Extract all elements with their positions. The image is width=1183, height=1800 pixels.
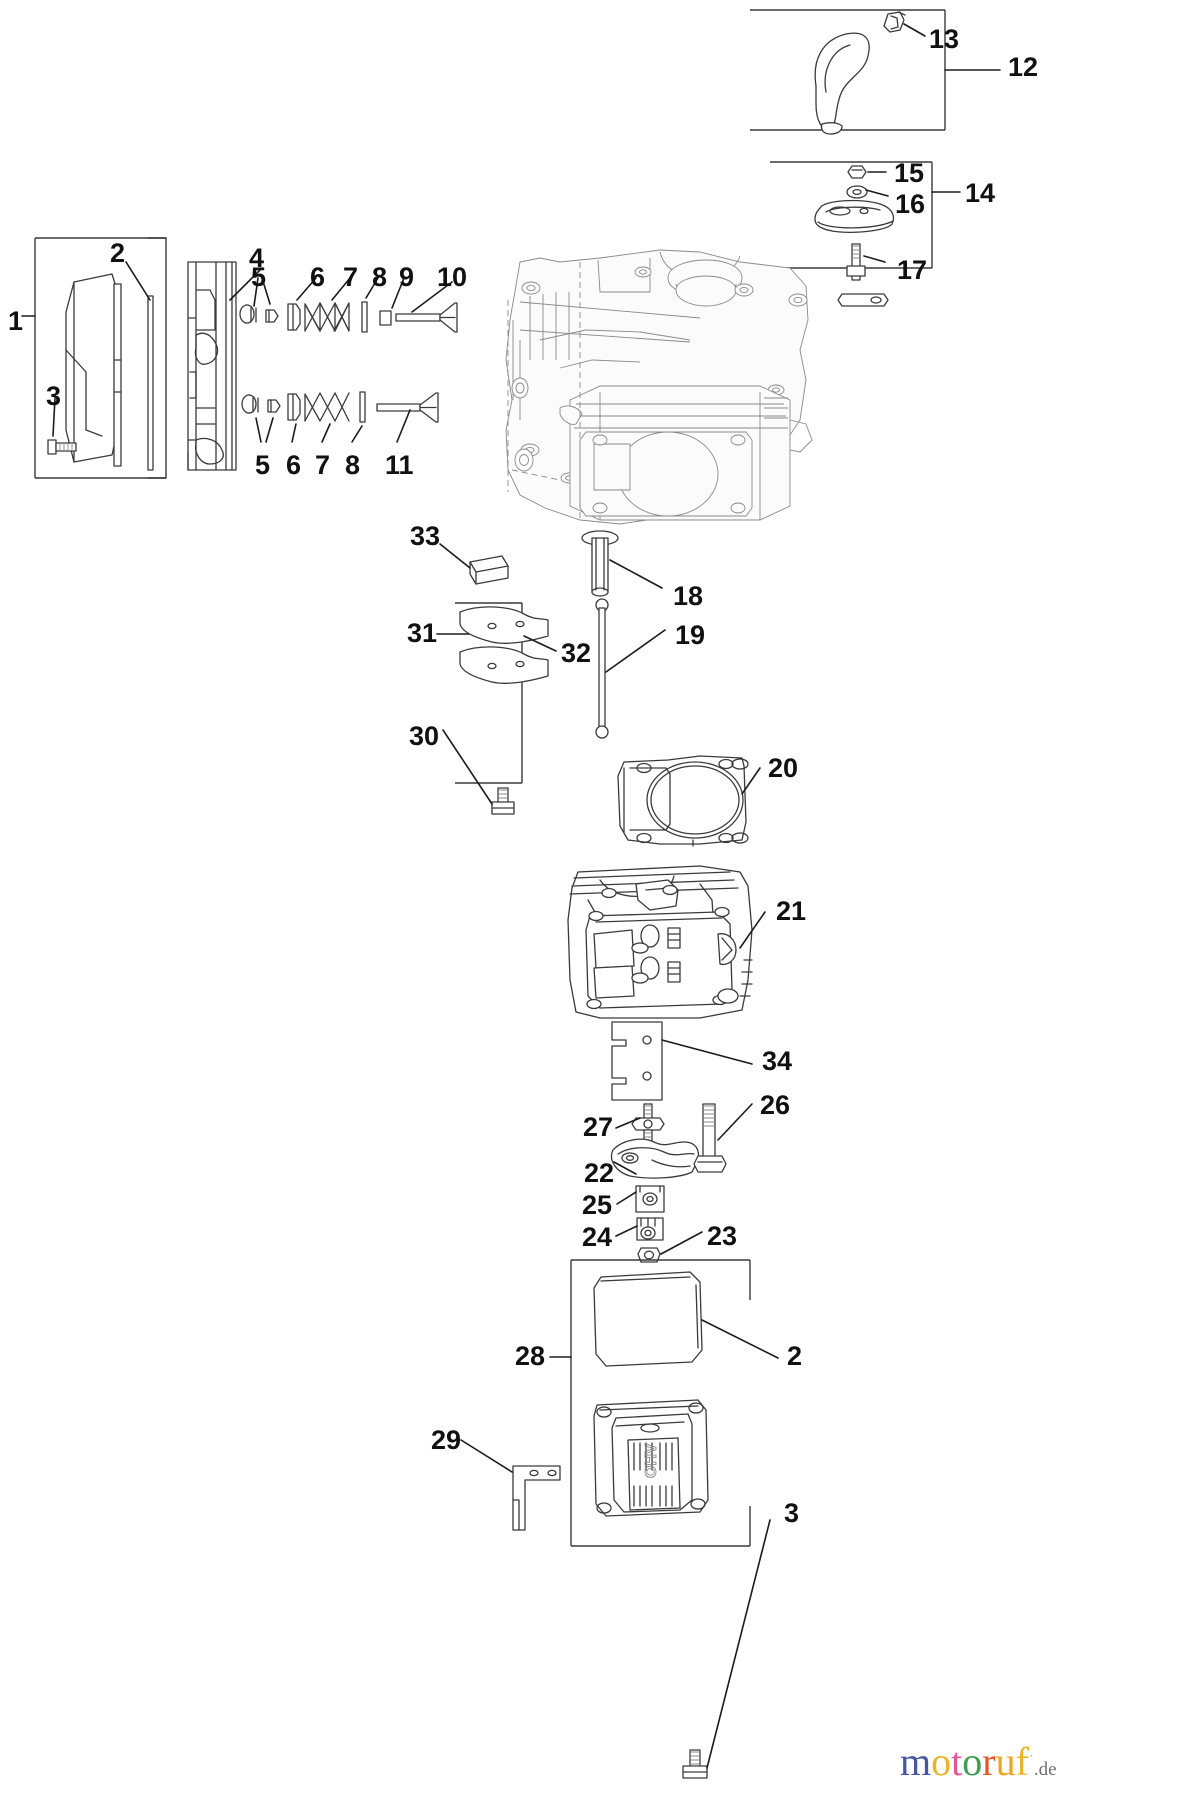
watermark-letter-t: t <box>951 1739 963 1784</box>
exhaust-valve <box>376 392 439 423</box>
cylinder-head-21 <box>567 865 753 1019</box>
breather-cover <box>814 199 895 233</box>
rocker-arm-22 <box>610 1138 700 1179</box>
watermark-dot: · <box>1028 1748 1034 1765</box>
block-bolt-bosses <box>520 266 808 484</box>
valve-spring-a <box>304 302 350 332</box>
callout-7b: 7 <box>315 450 331 480</box>
watermark-letter-f: f <box>1015 1739 1029 1784</box>
callout-20: 20 <box>768 753 799 783</box>
callout-5b: 5 <box>255 450 271 480</box>
group-1-air-cleaner <box>21 237 167 479</box>
callout-22: 22 <box>584 1158 615 1188</box>
push-rod-19 <box>595 598 609 739</box>
callout-2: 2 <box>110 238 126 268</box>
nut-15 <box>847 165 867 179</box>
hose-clamp-13 <box>883 11 906 33</box>
head-boss-holes <box>586 884 730 1010</box>
callout-24: 24 <box>582 1222 613 1252</box>
callout-34: 34 <box>762 1046 793 1076</box>
pivot-25 <box>635 1185 665 1213</box>
callout-31: 31 <box>407 618 438 648</box>
callout-18: 18 <box>673 581 704 611</box>
long-bolt-26 <box>693 1103 727 1173</box>
callout-10: 10 <box>437 262 468 292</box>
callout-12: 12 <box>1008 52 1039 82</box>
callout-25: 25 <box>582 1190 613 1220</box>
callout-15: 15 <box>894 158 925 188</box>
callout-3b: 3 <box>784 1498 800 1528</box>
callout-28: 28 <box>515 1341 546 1371</box>
callout-13: 13 <box>929 24 960 54</box>
group-12-breather-hose <box>750 9 1001 135</box>
callout-23: 23 <box>707 1221 738 1251</box>
callout-32: 32 <box>561 638 592 668</box>
rocker-arm-bracket-34 <box>611 1021 663 1101</box>
valve-cover-kit-28: OHV <box>549 1259 779 1779</box>
valve-train-row-a <box>239 277 458 333</box>
watermark-letter-m: m <box>900 1739 932 1784</box>
head-gasket-20 <box>617 755 749 847</box>
svg-text:OHV: OHV <box>643 1443 660 1478</box>
callout-2b: 2 <box>787 1341 803 1371</box>
callout-17: 17 <box>897 255 928 285</box>
callout-6b: 6 <box>286 450 302 480</box>
bracket-29 <box>512 1465 561 1531</box>
callout-6a: 6 <box>310 262 326 292</box>
valve-train-row-b <box>241 391 439 443</box>
stud-17 <box>846 243 866 281</box>
callout-8b: 8 <box>345 450 361 480</box>
watermark-letter-u: u <box>995 1739 1016 1784</box>
engine-block <box>505 249 813 525</box>
watermark-letter-o2: o <box>962 1739 983 1784</box>
intake-valve <box>395 302 458 333</box>
watermark-motoruf: motoruf·.de <box>900 1742 1057 1782</box>
lock-nut-23 <box>637 1247 661 1263</box>
callout-21: 21 <box>776 896 807 926</box>
watermark-letter-r: r <box>982 1739 996 1784</box>
screw-3-bottom <box>682 1749 708 1779</box>
watermark-letter-o1: o <box>931 1739 952 1784</box>
valve-cover: OHV <box>593 1399 709 1517</box>
pushrod-guide-18 <box>581 530 619 597</box>
watermark-suffix: .de <box>1033 1759 1057 1780</box>
callout-29: 29 <box>431 1425 462 1455</box>
callout-19: 19 <box>675 620 706 650</box>
callout-27: 27 <box>583 1112 614 1142</box>
callout-11: 11 <box>385 450 414 480</box>
screw-3 <box>47 439 77 455</box>
key-33 <box>469 555 509 585</box>
callout-8a: 8 <box>372 262 388 292</box>
callout-30: 30 <box>409 721 440 751</box>
valve-spring-b <box>304 392 350 422</box>
callout-3: 3 <box>46 381 62 411</box>
head-bolt-holes <box>592 434 746 514</box>
washer-16 <box>846 185 868 199</box>
callout-33: 33 <box>410 521 441 551</box>
callout-9: 9 <box>399 262 415 292</box>
group-4-breather-plate <box>187 261 263 471</box>
adjuster-24 <box>636 1217 664 1241</box>
callout-14: 14 <box>965 178 996 208</box>
callout-7a: 7 <box>343 262 359 292</box>
callout-1: 1 <box>8 306 24 336</box>
callout-16: 16 <box>895 189 926 219</box>
small-bracket <box>837 293 889 307</box>
group-14-breather-cover <box>770 161 961 307</box>
rocker-stud-27 <box>631 1103 665 1145</box>
screw-30 <box>491 787 515 815</box>
governor-plates-31 <box>436 602 557 815</box>
callout-26: 26 <box>760 1090 791 1120</box>
callout-5a: 5 <box>251 262 267 292</box>
callout-4: 4 <box>249 243 265 273</box>
